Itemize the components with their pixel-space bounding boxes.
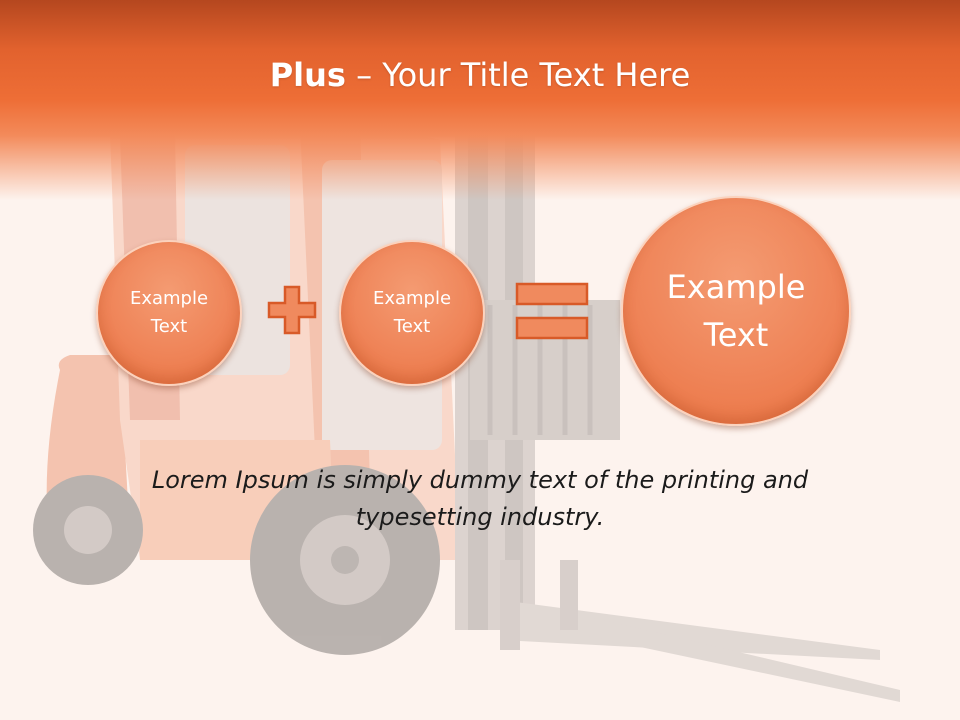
circle-1-label: Example Text [129,288,209,337]
circle-3-label: Example Text [666,268,806,354]
circle-2-label: Example Text [372,288,452,337]
title-rest: – Your Title Text Here [345,56,691,94]
example-circle-1: Example Text [96,240,242,386]
plus-icon [267,285,317,335]
slide-title: Plus – Your Title Text Here [0,50,960,100]
example-circle-result: Example Text [621,196,851,426]
header-band [0,0,960,200]
example-circle-2: Example Text [339,240,485,386]
equals-icon [515,282,589,340]
title-bold: Plus [269,56,346,94]
body-text: Lorem Ipsum is simply dummy text of the … [151,466,809,531]
